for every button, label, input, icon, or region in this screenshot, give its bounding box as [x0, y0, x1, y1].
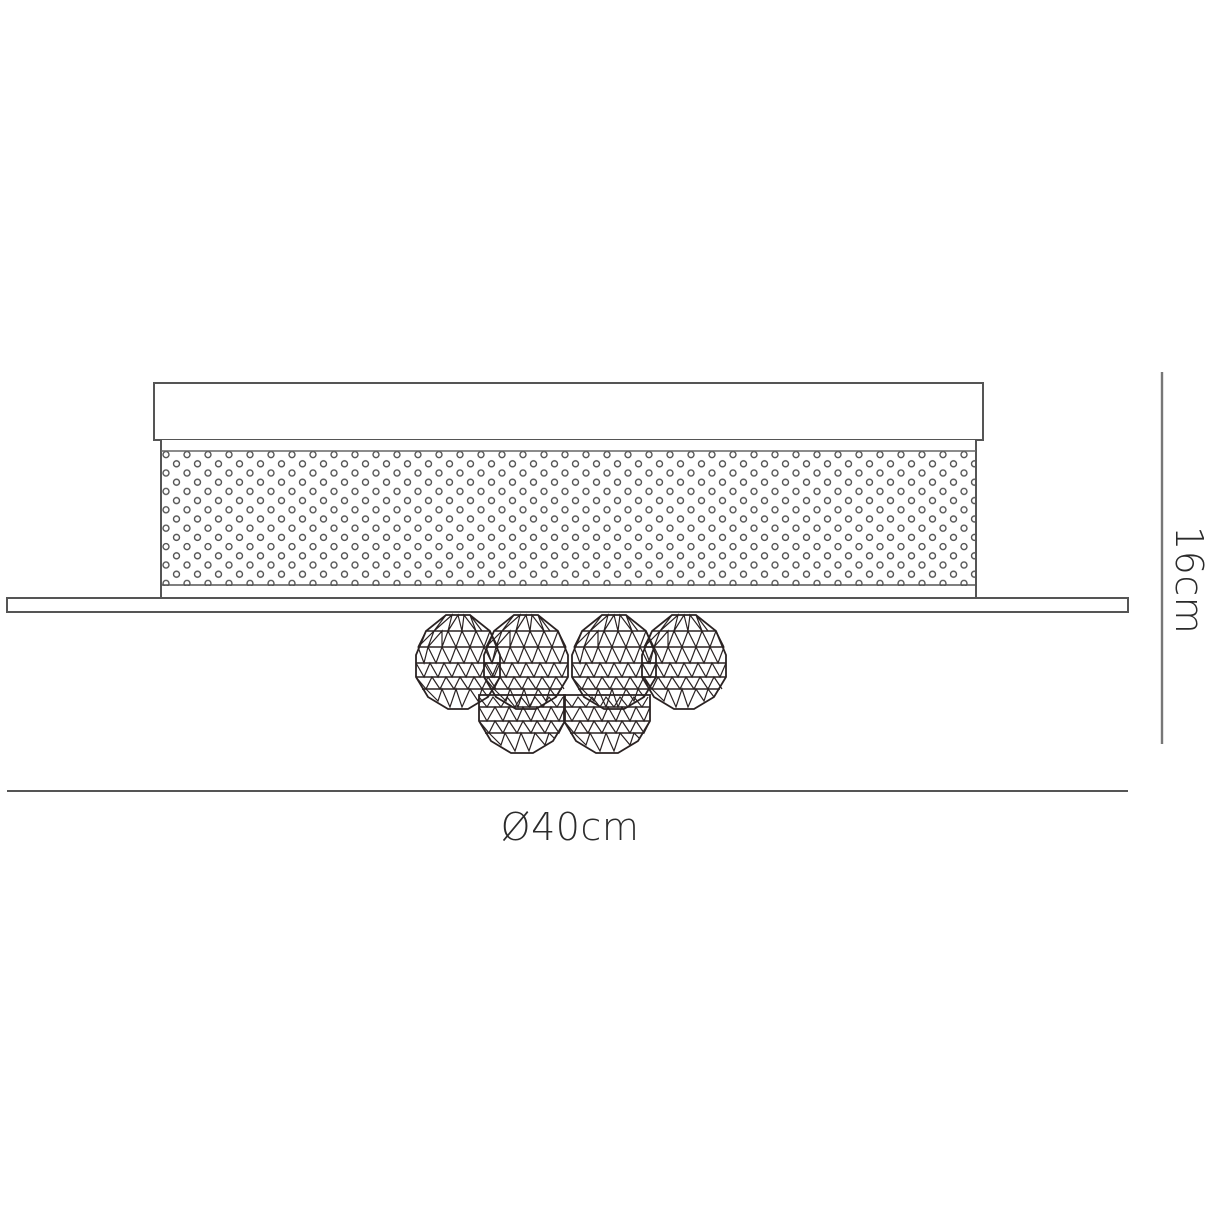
crystal-ball — [478, 694, 566, 754]
crystal-cluster — [415, 614, 727, 754]
width-dimension-label: Ø40cm — [500, 805, 640, 849]
top-rim — [153, 382, 984, 441]
crystal-ball — [641, 614, 727, 710]
height-dimension-label-wrap: 16cm — [1166, 510, 1214, 650]
height-dimension-label: 16cm — [1167, 526, 1211, 635]
base-plate — [6, 597, 1129, 613]
perforated-shade — [160, 440, 977, 598]
